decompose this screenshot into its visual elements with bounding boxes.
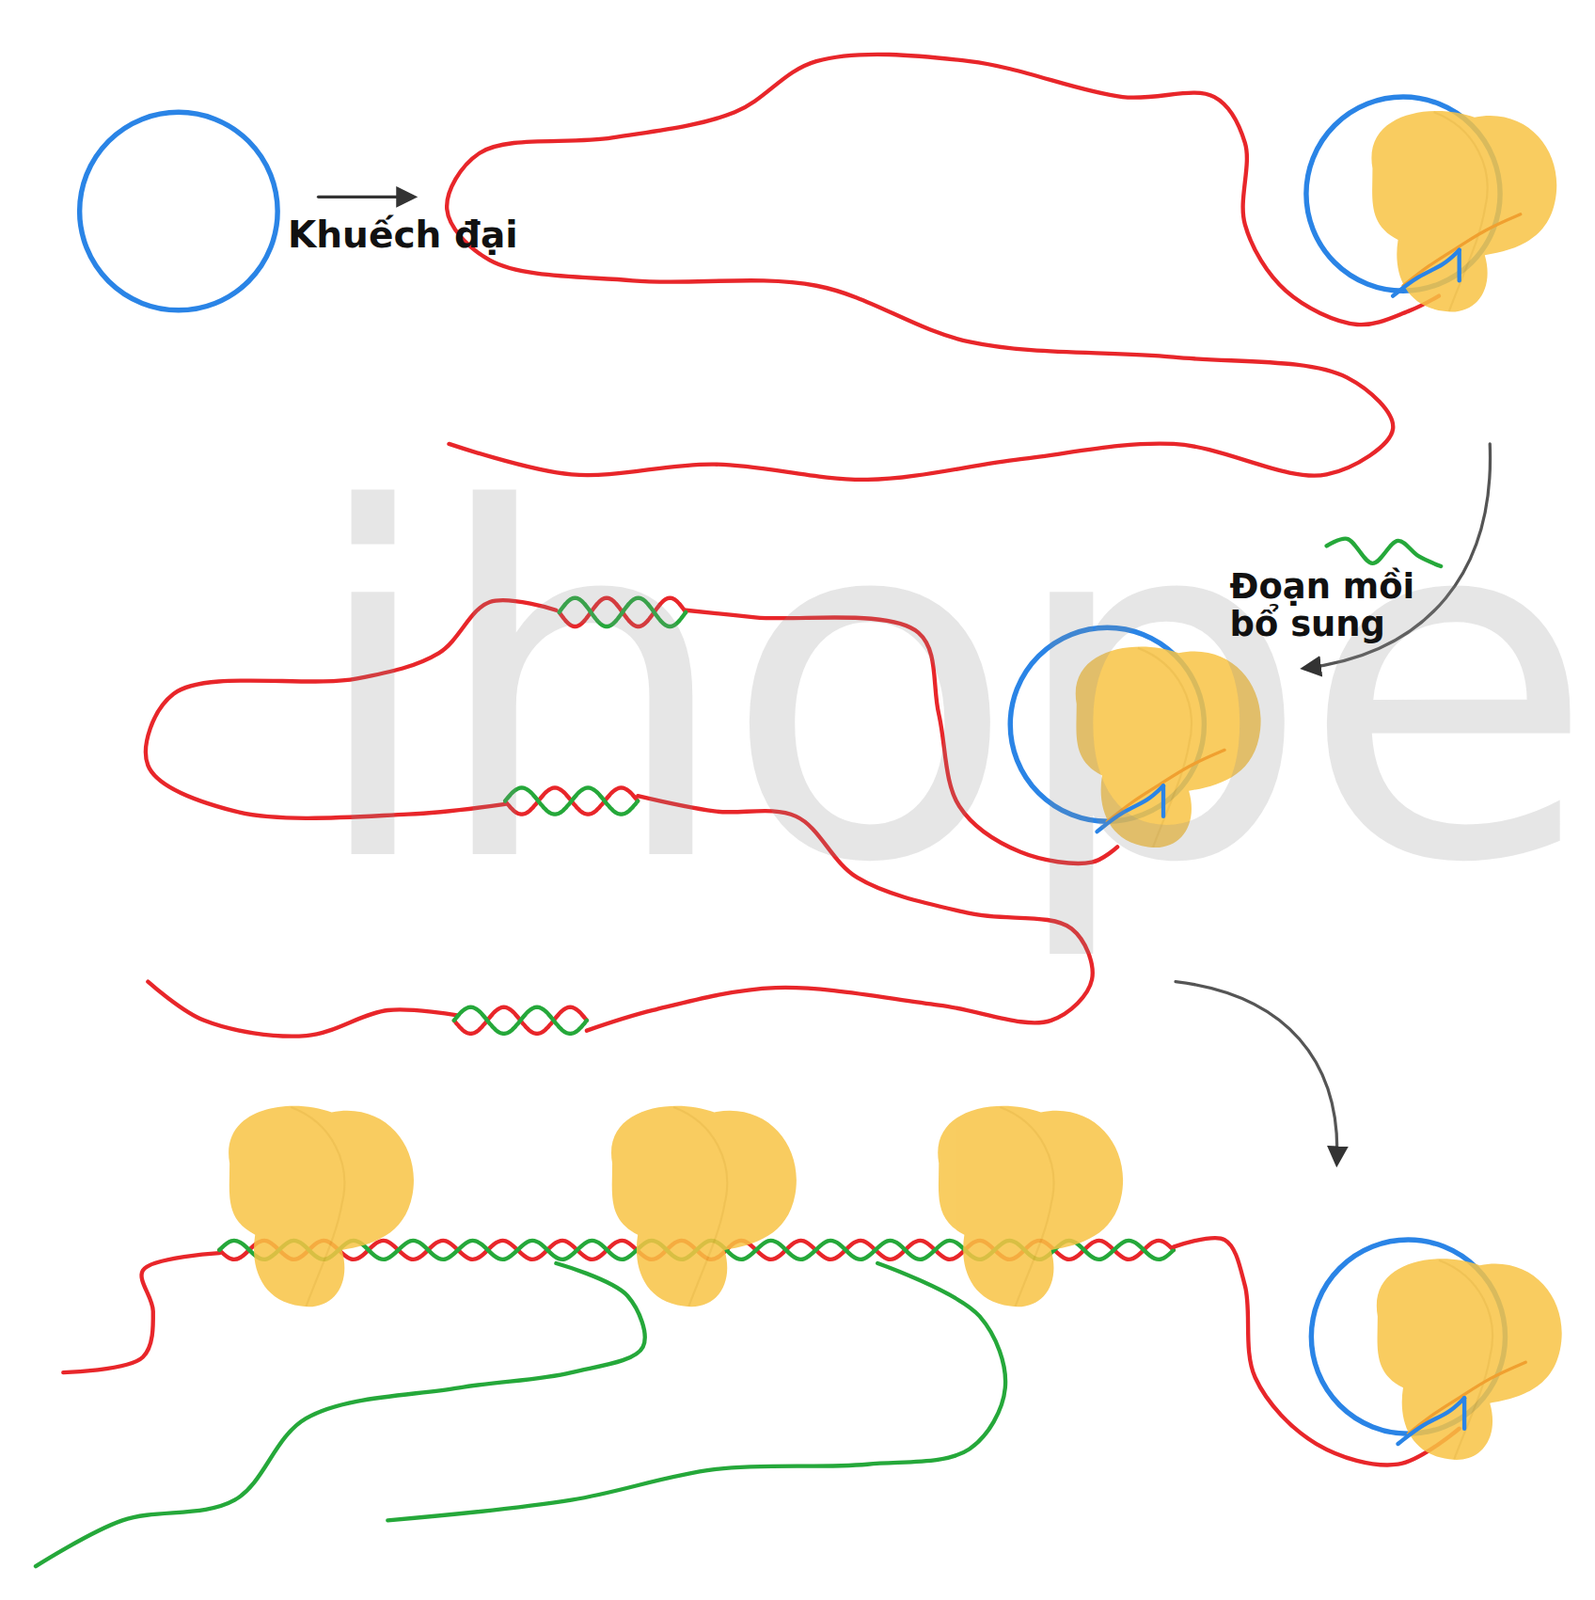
polymerase (1376, 1258, 1563, 1460)
template-pair (1392, 250, 1460, 297)
strand-twist (454, 1007, 587, 1034)
template-pair (1457, 250, 1462, 282)
circular-template (79, 111, 279, 310)
product-strand (35, 1263, 646, 1566)
primer-label: Đoạn mồi bổ sung (1230, 567, 1435, 644)
arrow (318, 195, 414, 199)
polymerase (937, 1105, 1123, 1308)
watermark: ihope (306, 448, 1586, 929)
amplified-strand (63, 1252, 220, 1373)
template-pair (1398, 1397, 1466, 1444)
polymerase (611, 1105, 797, 1308)
strand-twist (454, 1007, 587, 1034)
polymerase (228, 1105, 414, 1308)
amplified-strand (446, 54, 1439, 480)
polymerase (1371, 110, 1557, 313)
amplified-strand (147, 981, 458, 1037)
arrow (1175, 981, 1338, 1164)
process-label: Khuếch đại (287, 214, 519, 255)
template-pair (1462, 1397, 1467, 1429)
